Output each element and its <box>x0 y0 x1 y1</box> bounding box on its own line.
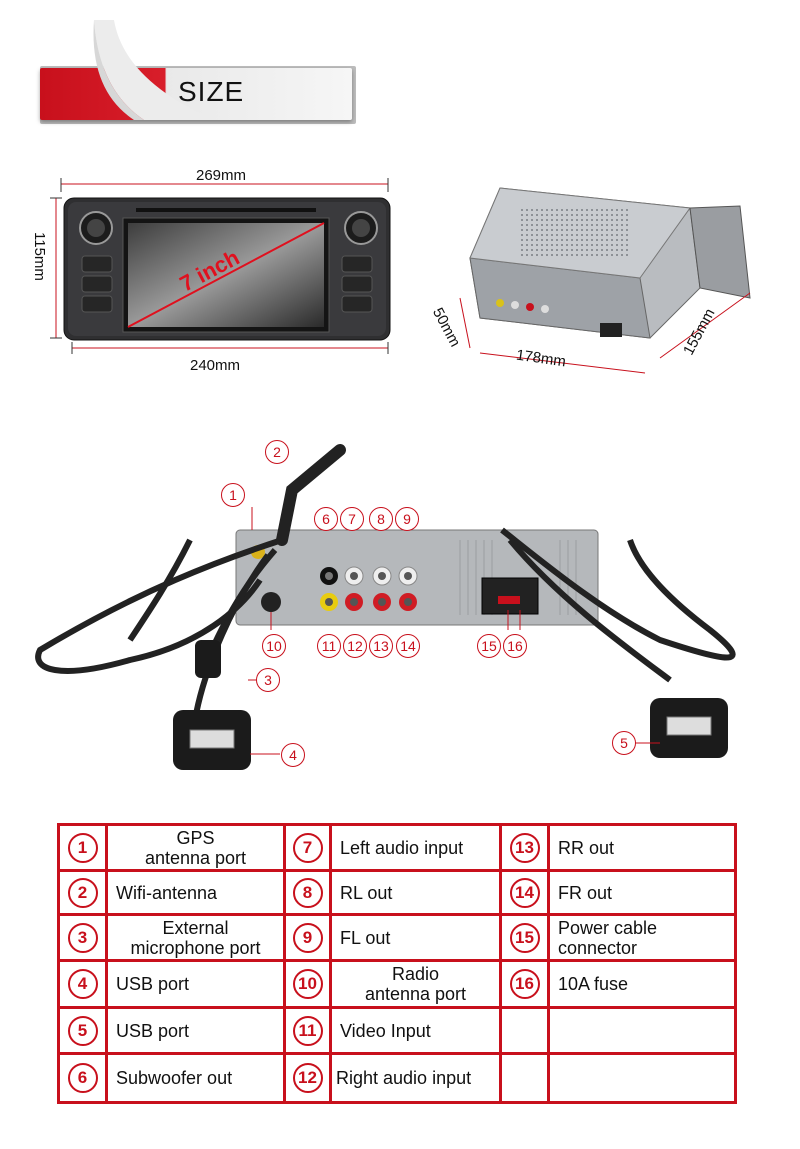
row-1-col-3-num: 13 <box>502 826 550 872</box>
callout-9: 9 <box>395 507 419 531</box>
row-2-col-3-label: FR out <box>550 872 734 916</box>
callout-3: 3 <box>256 668 280 692</box>
row-4-col-3-num: 16 <box>502 962 550 1009</box>
number-badge: 15 <box>509 922 540 953</box>
row-4-col-1-label: USB port <box>108 962 286 1009</box>
callout-14: 14 <box>396 634 420 658</box>
row-6-col-1-label: Subwoofer out <box>108 1055 286 1101</box>
callout-16: 16 <box>503 634 527 658</box>
row-5-col-3-num-empty <box>502 1009 550 1055</box>
number-badge: 8 <box>292 877 323 908</box>
callout-10: 10 <box>262 634 286 658</box>
number-badge: 7 <box>292 832 323 863</box>
callout-8: 8 <box>369 507 393 531</box>
number-badge: 3 <box>67 922 98 953</box>
callout-15: 15 <box>477 634 501 658</box>
number-badge: 16 <box>509 969 540 999</box>
number-badge: 6 <box>67 1063 98 1093</box>
callout-4: 4 <box>281 743 305 767</box>
row-4-col-3-label: 10A fuse <box>550 962 734 1009</box>
row-1-col-2-label: Left audio input <box>332 826 502 872</box>
front-height-label: 115mm <box>31 232 48 281</box>
row-1-col-3-label: RR out <box>550 826 734 872</box>
row-3-col-1-label: External microphone port <box>108 916 286 962</box>
number-badge: 9 <box>292 922 323 953</box>
row-2-col-3-num: 14 <box>502 872 550 916</box>
number-badge: 10 <box>292 969 323 999</box>
banner-fold-graphic <box>93 20 214 120</box>
row-6-col-3-num-empty <box>502 1055 550 1101</box>
number-badge: 5 <box>67 1015 98 1046</box>
front-view-drawing <box>50 178 391 354</box>
row-3-col-1-num: 3 <box>60 916 108 962</box>
callout-7: 7 <box>340 507 364 531</box>
row-6-col-2-num: 12 <box>286 1055 332 1101</box>
callout-5: 5 <box>612 731 636 755</box>
row-1-col-2-num: 7 <box>286 826 332 872</box>
number-badge: 2 <box>67 877 98 908</box>
row-2-col-1-label: Wifi-antenna <box>108 872 286 916</box>
front-width-top-label: 269mm <box>196 167 247 184</box>
front-width-bottom-label: 240mm <box>190 357 241 374</box>
side-view-drawing <box>459 187 751 374</box>
row-2-col-1-num: 2 <box>60 872 108 916</box>
rear-panel-drawing <box>35 444 736 770</box>
row-4-col-2-num: 10 <box>286 962 332 1009</box>
callout-12: 12 <box>343 634 367 658</box>
size-banner <box>40 68 352 120</box>
port-legend-table: 1 GPS antenna port 7 Left audio input 13… <box>57 823 737 1104</box>
row-3-col-3-label: Power cable connector <box>550 916 734 962</box>
row-6-col-3-label-empty <box>550 1055 734 1101</box>
row-1-col-1-num: 1 <box>60 826 108 872</box>
callout-13: 13 <box>369 634 393 658</box>
number-badge: 12 <box>292 1063 323 1093</box>
callout-11: 11 <box>317 634 341 658</box>
row-2-col-2-num: 8 <box>286 872 332 916</box>
number-badge: 13 <box>509 832 540 863</box>
row-5-col-1-num: 5 <box>60 1009 108 1055</box>
callout-1: 1 <box>221 483 245 507</box>
row-4-col-2-label: Radio antenna port <box>332 962 502 1009</box>
number-badge: 4 <box>67 969 98 999</box>
row-3-col-2-num: 9 <box>286 916 332 962</box>
row-5-col-1-label: USB port <box>108 1009 286 1055</box>
number-badge: 11 <box>292 1015 323 1046</box>
row-3-col-3-num: 15 <box>502 916 550 962</box>
page-title: SIZE <box>178 76 245 107</box>
number-badge: 14 <box>509 877 540 908</box>
row-5-col-2-label: Video Input <box>332 1009 502 1055</box>
row-5-col-2-num: 11 <box>286 1009 332 1055</box>
row-3-col-2-label: FL out <box>332 916 502 962</box>
row-6-col-2-label: Right audio input <box>332 1055 502 1101</box>
row-2-col-2-label: RL out <box>332 872 502 916</box>
row-4-col-1-num: 4 <box>60 962 108 1009</box>
callout-6: 6 <box>314 507 338 531</box>
row-6-col-1-num: 6 <box>60 1055 108 1101</box>
row-1-col-1-label: GPS antenna port <box>108 826 286 872</box>
callout-2: 2 <box>265 440 289 464</box>
number-badge: 1 <box>67 832 98 863</box>
row-5-col-3-label-empty <box>550 1009 734 1055</box>
